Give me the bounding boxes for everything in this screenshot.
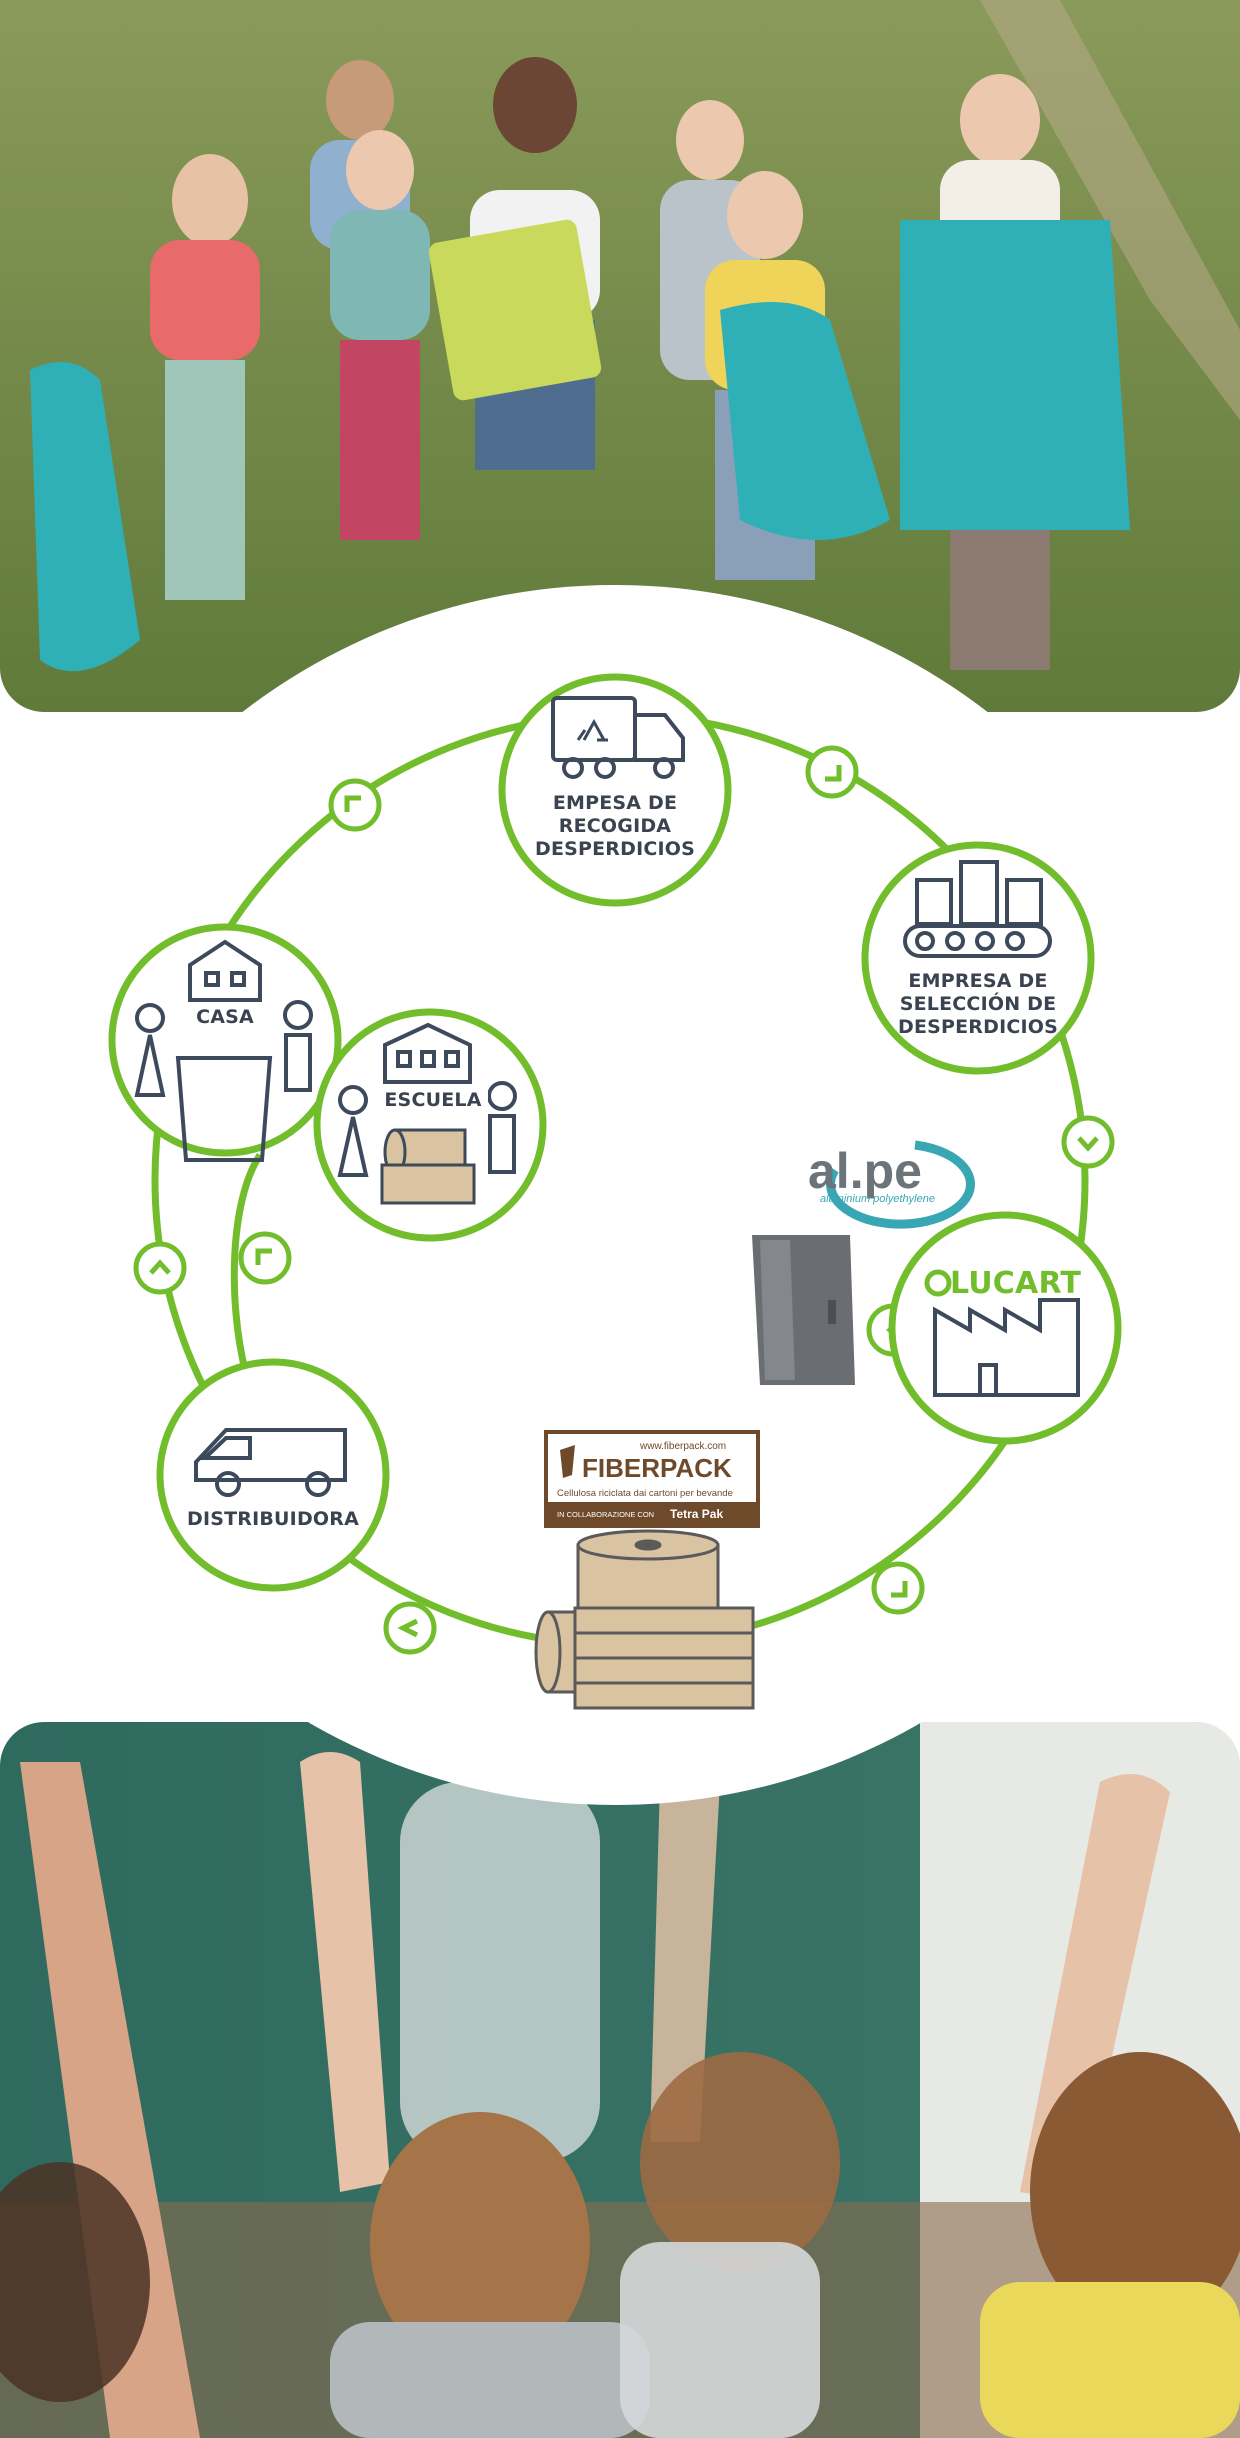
school-label: ESCUELA bbox=[378, 1089, 488, 1112]
conveyor-cartons-icon bbox=[903, 860, 1052, 958]
cycle-arrow bbox=[805, 745, 859, 799]
collection-company-label: EMPESA DE RECOGIDA DESPERDICIOS bbox=[534, 792, 696, 860]
fiberpack-collab: IN COLLABORAZIONE CON bbox=[557, 1510, 654, 1519]
fiberpack-tagline: Cellulosa riciclata dai cartoni per beva… bbox=[557, 1488, 733, 1499]
alpe-subtitle: aluminium polyethylene bbox=[820, 1193, 935, 1205]
cycle-arrow bbox=[1061, 1115, 1115, 1169]
sorting-company-label: EMPRESA DE SELECCIÓN DE DESPERDICIOS bbox=[897, 970, 1059, 1038]
fiberpack-url: www.fiberpack.com bbox=[639, 1441, 726, 1452]
fiberpack-name: FIBERPACK bbox=[582, 1453, 732, 1483]
classroom-photo bbox=[0, 1722, 1240, 2438]
cycle-arrow bbox=[328, 778, 382, 832]
house-with-bin-icon bbox=[134, 939, 313, 1162]
inner-cycle-arc bbox=[230, 1153, 263, 1371]
paper-products-icon bbox=[534, 1529, 755, 1710]
fiberpack-leaf-icon bbox=[560, 1445, 575, 1478]
cycle-arrow bbox=[383, 1601, 437, 1655]
node-home bbox=[108, 923, 342, 1162]
paper-rolls-icon bbox=[380, 1128, 476, 1205]
alpe-logo: al.pe aluminium polyethylene bbox=[808, 1140, 975, 1229]
cycle-arrow bbox=[238, 1231, 292, 1285]
node-collection-company bbox=[498, 673, 732, 907]
cycle-arrow bbox=[871, 1561, 925, 1615]
distributor-label: DISTRIBUIDORA bbox=[186, 1508, 360, 1530]
lucart-logo-mark bbox=[924, 1269, 952, 1297]
recycling-truck-icon bbox=[551, 696, 685, 779]
delivery-van-icon bbox=[194, 1428, 347, 1497]
node-distributor bbox=[156, 1358, 390, 1592]
towel-dispenser-icon bbox=[752, 1235, 855, 1385]
lucart-label: LUCART bbox=[950, 1266, 1082, 1301]
node-school bbox=[313, 1008, 547, 1242]
node-sorting-company bbox=[861, 841, 1095, 1075]
factory-icon bbox=[933, 1298, 1080, 1397]
tetrapak-name: Tetra Pak bbox=[670, 1507, 723, 1521]
school-with-paper-icon bbox=[337, 1022, 517, 1177]
cycle-arrow bbox=[133, 1241, 187, 1295]
alpe-name: al.pe bbox=[808, 1143, 922, 1199]
home-label: CASA bbox=[196, 1006, 254, 1028]
node-lucart bbox=[888, 1211, 1122, 1445]
children-recycling-photo bbox=[0, 0, 1240, 712]
fiberpack-badge: www.fiberpack.com FIBERPACK Cellulosa ri… bbox=[544, 1430, 760, 1528]
